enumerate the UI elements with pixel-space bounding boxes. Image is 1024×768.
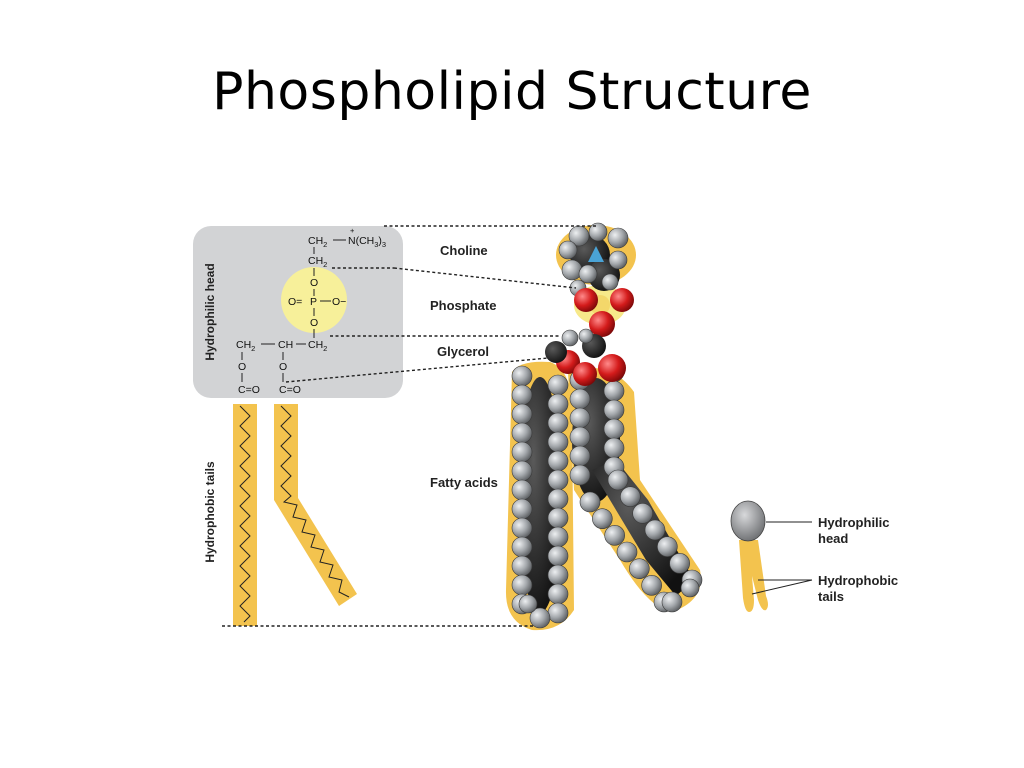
hydrogen-atom bbox=[661, 591, 683, 613]
hydrogen-atom bbox=[616, 541, 638, 563]
hydrogen-atom bbox=[547, 526, 569, 548]
hydrogen-atom bbox=[547, 431, 569, 453]
formula-p: P bbox=[310, 296, 317, 308]
hydrogen-atom bbox=[569, 464, 591, 486]
formula-glycerol-ch2-left: CH2 bbox=[236, 339, 255, 353]
glycerol-label: Glycerol bbox=[437, 344, 489, 359]
zigzag-chain-left bbox=[239, 405, 251, 623]
hydrogen-atom bbox=[592, 508, 613, 529]
hydrogen-atom bbox=[511, 422, 533, 444]
formula-o-lower: O bbox=[310, 317, 318, 329]
tail-strip-right bbox=[274, 404, 357, 606]
fatty-acids-label: Fatty acids bbox=[430, 475, 498, 490]
hydrogen-atom bbox=[569, 426, 591, 448]
hydrogen-atom bbox=[511, 517, 533, 539]
hydrogen-atom bbox=[511, 479, 533, 501]
hydrogen-atom bbox=[511, 403, 533, 425]
oxygen-atoms bbox=[556, 288, 634, 386]
formula-o-double: O= bbox=[288, 296, 302, 308]
hydrogen-atom bbox=[620, 486, 641, 507]
hydrogen-atom bbox=[603, 437, 625, 459]
legend-icon: Hydrophilic head Hydrophobic tails bbox=[730, 500, 898, 612]
hydrophobic-tails-label: Hydrophobic tails bbox=[203, 461, 217, 563]
hydrogen-atom bbox=[511, 574, 533, 596]
hydrogen-atom bbox=[547, 412, 569, 434]
hydrogen-atom bbox=[547, 507, 569, 529]
hydrogen-atom bbox=[569, 407, 591, 429]
phosphate-highlight-circle bbox=[281, 267, 347, 333]
hydrogen-atom bbox=[547, 564, 569, 586]
legend-tail-pointer-2 bbox=[751, 579, 813, 595]
formula-ch2-top: CH2 bbox=[308, 235, 327, 249]
formula-plus-charge: + bbox=[350, 226, 355, 235]
hydrogen-atom bbox=[518, 594, 538, 614]
formula-ester-o-left: O bbox=[238, 361, 246, 373]
hydrogen-atom bbox=[547, 469, 569, 491]
hydrogen-atom bbox=[680, 578, 700, 598]
hydrogen-atom bbox=[644, 519, 666, 541]
tail-strip-left bbox=[233, 404, 257, 626]
hydrogen-atom bbox=[629, 558, 650, 579]
legend-tails-label-line2: tails bbox=[818, 589, 844, 604]
hydrophilic-head-label: Hydrophilic head bbox=[203, 263, 217, 360]
hydrogen-atom bbox=[641, 575, 662, 596]
formula-ester-o-right: O bbox=[279, 361, 287, 373]
hydrogen-atom bbox=[547, 583, 569, 605]
hydrogen-atom bbox=[511, 555, 533, 577]
hydrogen-atom bbox=[547, 393, 569, 415]
hydrogen-atom bbox=[657, 536, 678, 557]
formula-ch2-second: CH2 bbox=[308, 255, 327, 269]
formula-glycerol-ch: CH bbox=[278, 339, 293, 351]
hydrogen-atom bbox=[604, 525, 625, 546]
space-filling-head bbox=[545, 222, 636, 386]
hydrogen-atom bbox=[603, 418, 625, 440]
legend-head-label-line2: head bbox=[818, 531, 848, 546]
formula-o-minus: O− bbox=[332, 296, 346, 308]
choline-hydrogens bbox=[558, 222, 629, 297]
choline-label: Choline bbox=[440, 243, 488, 258]
phosphate-label: Phosphate bbox=[430, 298, 496, 313]
hydrogen-atom bbox=[511, 441, 533, 463]
hydrogen-atom bbox=[511, 460, 533, 482]
head-formula-group: Hydrophilic head CH2 N(CH3)3 + CH2 O O= … bbox=[193, 226, 403, 398]
legend-tails-shape bbox=[739, 540, 768, 612]
hydrogen-atom bbox=[547, 602, 569, 624]
hydrogen-atom bbox=[511, 384, 533, 406]
hydrogen-atom bbox=[669, 553, 690, 574]
hydrogen-atom bbox=[603, 399, 625, 421]
hydrogen-atom bbox=[511, 498, 533, 520]
formula-carbonyl-left: C=O bbox=[238, 384, 260, 396]
legend-head-label-line1: Hydrophilic bbox=[818, 515, 890, 530]
hydrogen-atom bbox=[547, 545, 569, 567]
glycerol-hydrogens bbox=[561, 328, 594, 347]
hydrogen-atom bbox=[511, 536, 533, 558]
hydrogen-atom bbox=[569, 388, 591, 410]
hydrogen-atom bbox=[569, 445, 591, 467]
hydrogen-atom bbox=[547, 450, 569, 472]
dashed-connectors bbox=[222, 225, 596, 627]
hydrogen-atom bbox=[579, 491, 601, 513]
hydrogen-atom bbox=[632, 503, 653, 524]
zigzag-chain-right bbox=[280, 405, 350, 598]
hydrogen-atom bbox=[511, 365, 533, 387]
space-filling-tails bbox=[505, 361, 703, 631]
tail-hydrogen-atoms bbox=[511, 361, 703, 629]
hydrogen-atom bbox=[547, 488, 569, 510]
hydrogen-atom bbox=[529, 607, 551, 629]
hydrogen-atom bbox=[603, 380, 625, 402]
formula-o-upper: O bbox=[310, 277, 318, 289]
slide-title: Phospholipid Structure bbox=[212, 62, 812, 122]
hydrogen-atom bbox=[547, 374, 569, 396]
tail-formula-group: Hydrophobic tails bbox=[203, 404, 357, 626]
legend-head-shape bbox=[730, 500, 766, 542]
hydrogen-atom bbox=[607, 469, 629, 491]
formula-glycerol-ch2-right: CH2 bbox=[308, 339, 327, 353]
legend-tails-label-line1: Hydrophobic bbox=[818, 573, 898, 588]
formula-carbonyl-right: C=O bbox=[279, 384, 301, 396]
formula-nch3: N(CH3)3 bbox=[348, 235, 386, 249]
nitrogen-atom bbox=[588, 246, 604, 262]
